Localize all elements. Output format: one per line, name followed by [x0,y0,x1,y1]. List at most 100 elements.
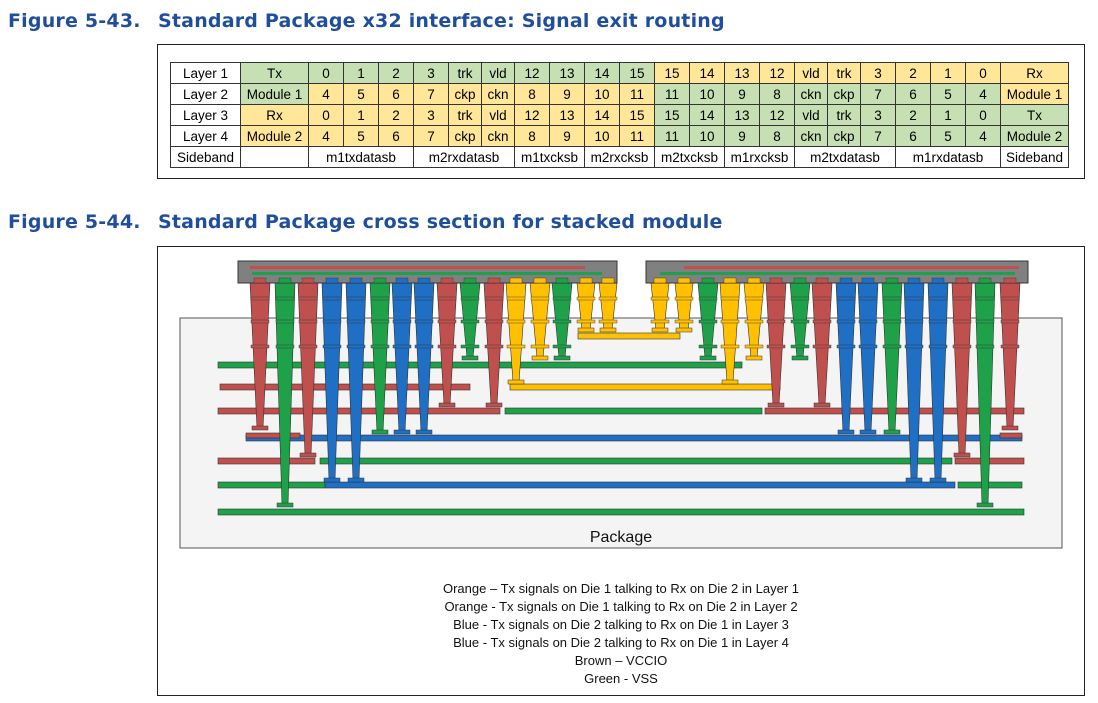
routing-trace [245,432,301,439]
via-landing [837,429,855,435]
via-landing [767,402,785,408]
figure-44-caption: Figure 5-44.Standard Package cross secti… [8,211,723,233]
via-landing [371,429,389,435]
signal-cell: 10 [689,125,725,147]
signal-cell: 1 [930,104,966,126]
routing-trace [217,457,316,465]
via-pad [370,296,390,301]
die-bump [555,277,569,284]
routing-trace [999,432,1023,439]
die-bump [978,277,992,284]
legend-line: Blue - Tx signals on Die 2 talking to Rx… [453,635,789,650]
via-landing [929,477,947,483]
via-pad [952,344,972,349]
via-pad [414,344,434,349]
via-pad [437,319,457,324]
via-pad [904,344,924,349]
die-1-rdl [250,266,585,269]
via-pad [392,319,412,324]
signal-cell: 7 [413,125,449,147]
via-pad [576,319,596,324]
routing-trace [217,361,743,369]
signal-cell: Rx [1000,62,1069,84]
die-bump [301,277,315,284]
via-pad [790,319,810,324]
via-landing [813,402,831,408]
signal-cell: Tx [1000,104,1069,126]
signal-cell: ckn [481,125,515,147]
layer-label: Layer 2 [170,83,241,105]
signal-cell: vld [481,62,515,84]
die-bump [677,277,691,284]
signal-cell: vld [481,104,515,126]
die-bump [793,277,807,284]
via-pad [530,344,550,349]
sideband-group: m2rxdatasb [413,146,515,168]
via-pad [370,319,390,324]
via-pad [812,296,832,301]
routing-trace [504,407,763,415]
sideband-group: m1txdatasb [308,146,414,168]
via-pad [744,319,764,324]
via-pad [346,344,366,349]
via-pad [836,319,856,324]
via-pad [720,296,740,301]
die-bump [769,277,783,284]
legend-line: Blue - Tx signals on Die 2 talking to Rx… [453,617,789,632]
die-bump [533,277,547,284]
via-pad [975,344,995,349]
via-pad [928,296,948,301]
via-pad [275,319,295,324]
signal-cell: 13 [549,104,585,126]
die-bump [349,277,363,284]
via-pad [790,344,810,349]
signal-cell: 8 [759,83,795,105]
signal-cell: 5 [930,83,966,105]
routing-trace [217,508,1025,516]
via-landing [415,429,433,435]
signal-cell: 6 [895,125,931,147]
signal-cell: trk [448,62,482,84]
signal-cell: 12 [514,62,550,84]
via-pad [698,296,718,301]
sideband-group: m1rxcksb [724,146,795,168]
die-bump [907,277,921,284]
via-landing [485,402,503,408]
via-landing [347,477,365,483]
signal-cell: 13 [724,104,760,126]
via-landing [745,355,763,361]
signal-cell: 14 [584,104,620,126]
signal-cell: Module 1 [240,83,309,105]
signal-cell: 15 [654,104,690,126]
routing-trace [217,481,326,489]
via-pad [530,296,550,301]
via-landing [531,355,549,361]
sideband-group: m1rxdatasb [895,146,1001,168]
signal-cell: 11 [619,125,655,147]
die-bump [579,277,593,284]
signal-cell: 10 [584,125,620,147]
signal-cell: 2 [895,104,931,126]
via-pad [836,344,856,349]
via-pad [552,319,572,324]
via-pad [392,296,412,301]
die-bump [861,277,875,284]
figure-43-caption: Figure 5-43.Standard Package x32 interfa… [8,10,725,32]
die-bump [1003,277,1017,284]
signal-cell: 3 [860,62,896,84]
die-bump [440,277,454,284]
via-pad [975,296,995,301]
via-pad [766,344,786,349]
via-pad [674,319,694,324]
signal-cell: 4 [308,83,344,105]
signal-cell: 4 [965,83,1001,105]
signal-cell: 10 [689,83,725,105]
via-pad [698,319,718,324]
via-landing [323,477,341,483]
signal-cell: 11 [619,83,655,105]
signal-cell: 7 [860,83,896,105]
via-pad [506,296,526,301]
die-bump [839,277,853,284]
via-pad [1000,296,1020,301]
